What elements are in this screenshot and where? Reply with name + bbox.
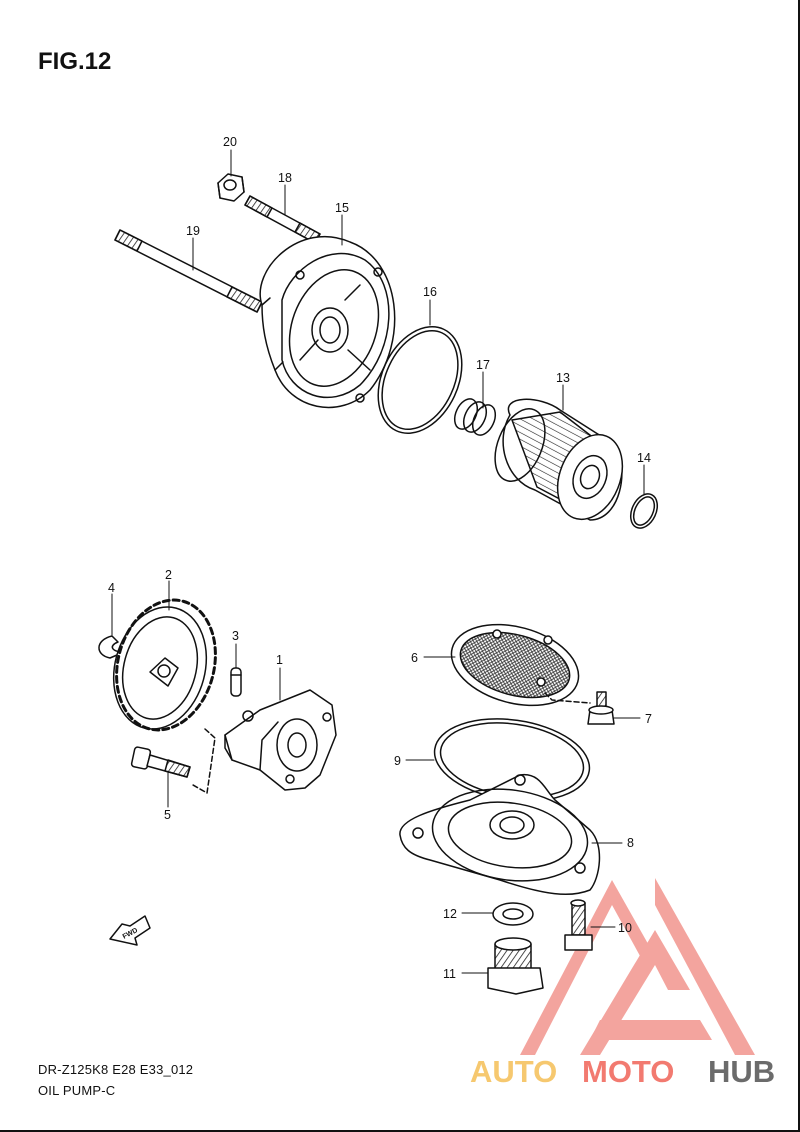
callout-9: 9 [394,754,401,768]
watermark-part-auto: AUTO [470,1054,557,1089]
part-15-filter-cap [259,235,396,409]
group-name: OIL PUMP-C [38,1083,116,1098]
part-17-spring [453,398,497,436]
callout-numbers: 20 18 15 19 16 17 13 14 2 4 3 1 5 6 7 9 … [108,135,652,981]
callout-10: 10 [618,921,632,935]
callout-3: 3 [232,629,239,643]
callout-13: 13 [556,371,570,385]
callout-17: 17 [476,358,490,372]
leader-lines [111,149,645,974]
part-8-sump-cover [399,774,601,896]
callout-19: 19 [186,224,200,238]
callout-20: 20 [223,135,237,149]
part-6-oil-strainer [450,623,580,707]
callout-5: 5 [164,808,171,822]
part-16-o-ring [377,326,463,434]
part-14-o-ring-small [629,493,659,529]
callout-1: 1 [276,653,283,667]
part-2-driven-gear [112,598,217,732]
part-19-long-stud [114,229,263,313]
callout-16: 16 [423,285,437,299]
callout-15: 15 [335,201,349,215]
part-3-pin [230,667,242,697]
part-5-bolt [130,746,191,778]
watermark-part-moto: MOTO [582,1054,674,1089]
model-code: DR-Z125K8 E28 E33_012 [38,1062,194,1077]
callout-8: 8 [627,836,634,850]
part-20-nut [217,173,245,202]
callout-12: 12 [443,907,457,921]
callout-4: 4 [108,581,115,595]
callout-11: 11 [443,967,456,981]
callout-14: 14 [637,451,651,465]
part-7-bolt [587,691,615,725]
part-12-washer [492,902,534,926]
part-11-drain-plug [487,937,544,995]
callout-2: 2 [165,568,172,582]
part-18-stud-bolt [244,195,321,244]
callout-18: 18 [278,171,292,185]
figure-title: FIG.12 [38,48,112,75]
callout-7: 7 [645,712,652,726]
watermark-part-hub: HUB [708,1054,775,1089]
watermark-logo-mark [520,878,755,1055]
callout-6: 6 [411,651,418,665]
part-1-oil-pump [224,689,337,791]
part-10-bolt [564,899,593,951]
watermark-text: AUTO MOTO HUB [470,1054,775,1089]
fwd-arrow-icon [109,915,151,946]
part-13-oil-filter [494,398,624,521]
